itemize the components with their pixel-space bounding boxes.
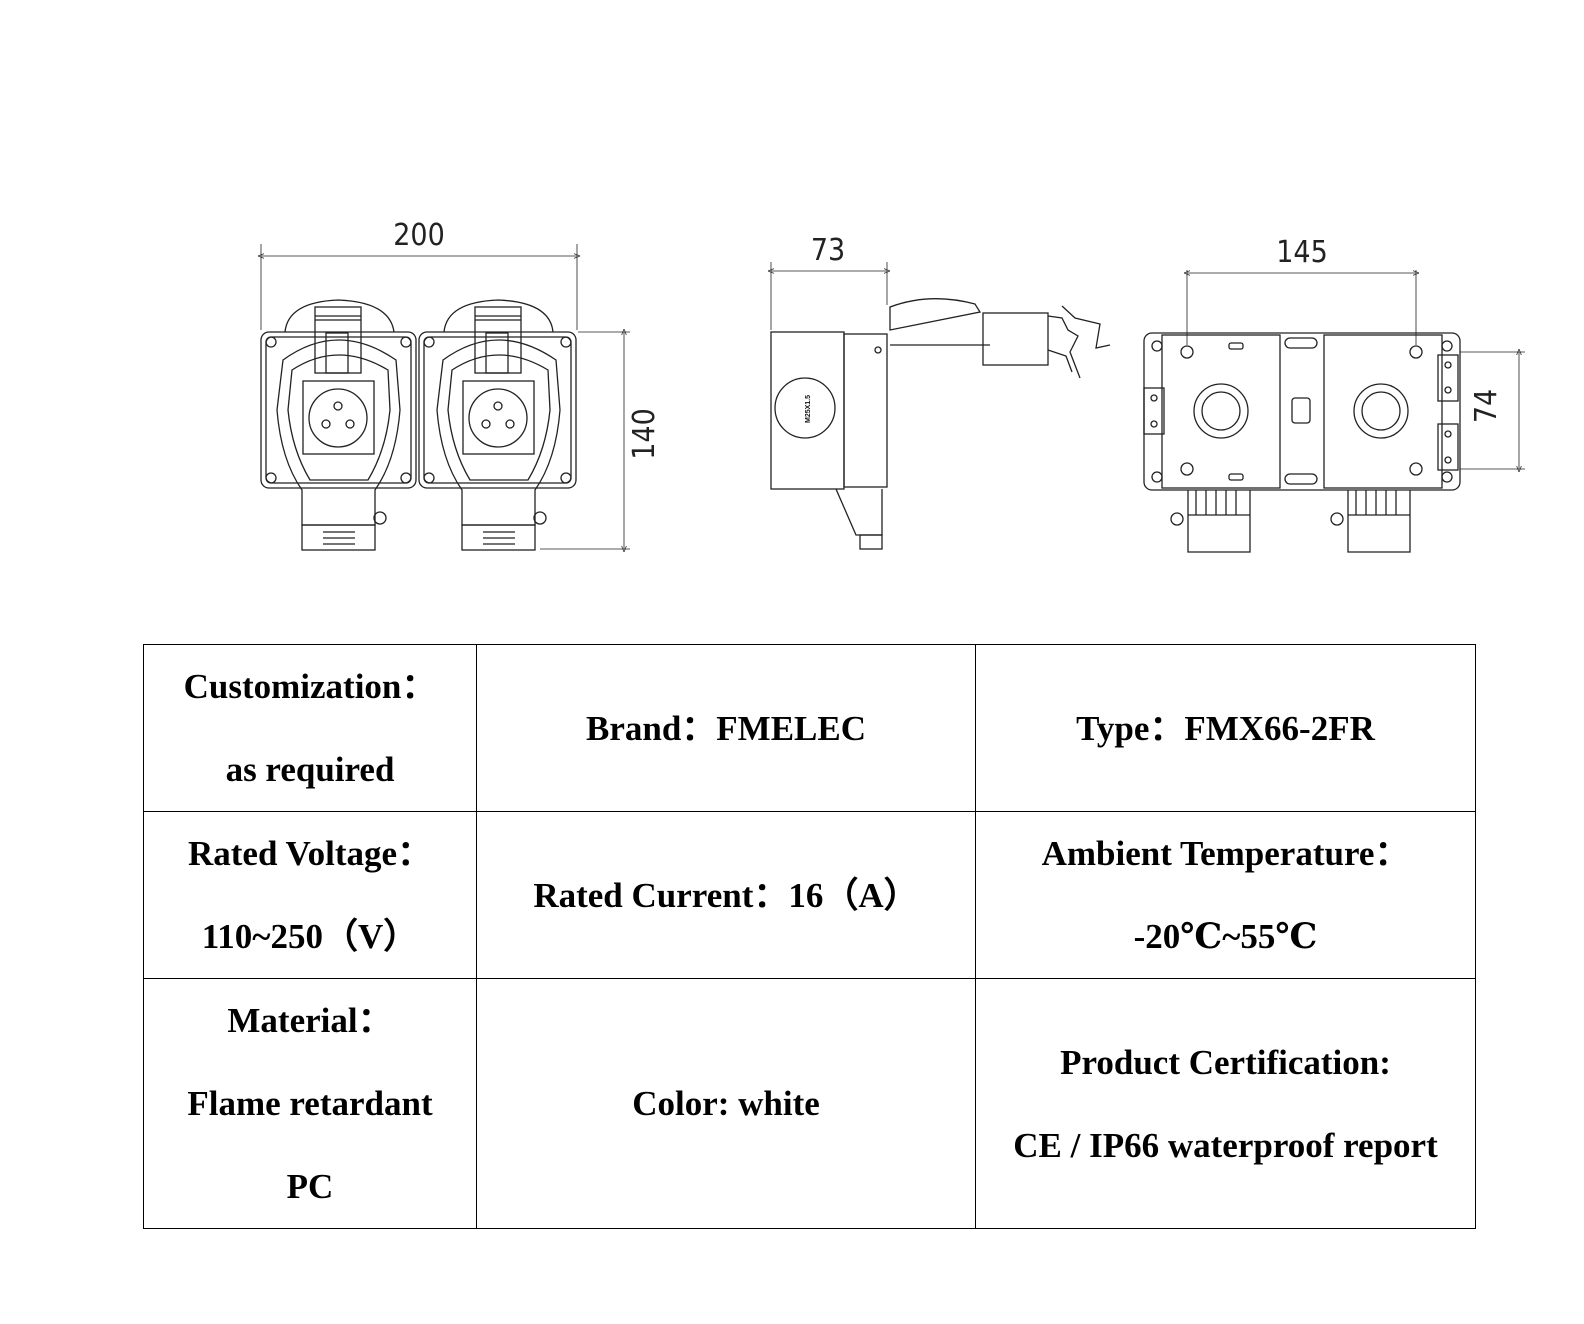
- material-value-line2: PC: [286, 1167, 334, 1206]
- socket-module-right: [418, 299, 577, 551]
- material-label: Material：: [227, 1001, 393, 1040]
- front-height-dimension: 140: [627, 408, 662, 460]
- customization-cell: Customization： as required: [143, 644, 477, 812]
- back-height-dimension: 74: [1469, 389, 1504, 423]
- voltage-label: Rated Voltage：: [187, 834, 433, 873]
- temperature-value: -20℃~55℃: [1133, 917, 1318, 956]
- spec-table: Customization： as required Brand：FMELEC …: [143, 644, 1476, 1229]
- side-view: [771, 262, 1111, 550]
- customization-label: Customization：: [183, 667, 437, 706]
- table-row: Rated Voltage： 110~250（V） Rated Current：…: [143, 811, 1476, 979]
- type-cell: Type：FMX66-2FR: [975, 644, 1476, 812]
- color-text: Color: white: [632, 1084, 820, 1123]
- temperature-label: Ambient Temperature：: [1041, 834, 1410, 873]
- side-depth-dimension: 73: [811, 233, 845, 268]
- customization-value: as required: [225, 750, 395, 789]
- temperature-cell: Ambient Temperature： -20℃~55℃: [975, 811, 1476, 979]
- socket-module-left: [260, 299, 417, 551]
- front-width-dimension: 200: [393, 218, 445, 253]
- front-view: [261, 244, 630, 550]
- brand-cell: Brand：FMELEC: [476, 644, 976, 812]
- current-text: Rated Current：16（A）: [533, 875, 919, 915]
- certification-cell: Product Certification: CE / IP66 waterpr…: [975, 978, 1476, 1229]
- back-width-dimension: 145: [1276, 235, 1328, 270]
- type-text: Type：FMX66-2FR: [1076, 708, 1375, 748]
- voltage-cell: Rated Voltage： 110~250（V）: [143, 811, 477, 979]
- brand-text: Brand：FMELEC: [585, 708, 867, 748]
- color-cell: Color: white: [476, 978, 976, 1229]
- current-cell: Rated Current：16（A）: [476, 811, 976, 979]
- table-row: Customization： as required Brand：FMELEC …: [143, 644, 1476, 812]
- voltage-value: 110~250（V）: [201, 917, 419, 956]
- technical-drawing: 200 140 73 M25X1.5: [0, 218, 1525, 553]
- table-row: Material： Flame retardant PC Color: whit…: [143, 978, 1476, 1229]
- certification-label: Product Certification:: [1060, 1042, 1391, 1082]
- certification-value: CE / IP66 waterproof report: [1013, 1125, 1438, 1165]
- material-cell: Material： Flame retardant PC: [143, 978, 477, 1229]
- cable-gland-label: M25X1.5: [805, 395, 812, 423]
- material-value-line1: Flame retardant: [187, 1084, 433, 1123]
- back-view: [1143, 270, 1525, 553]
